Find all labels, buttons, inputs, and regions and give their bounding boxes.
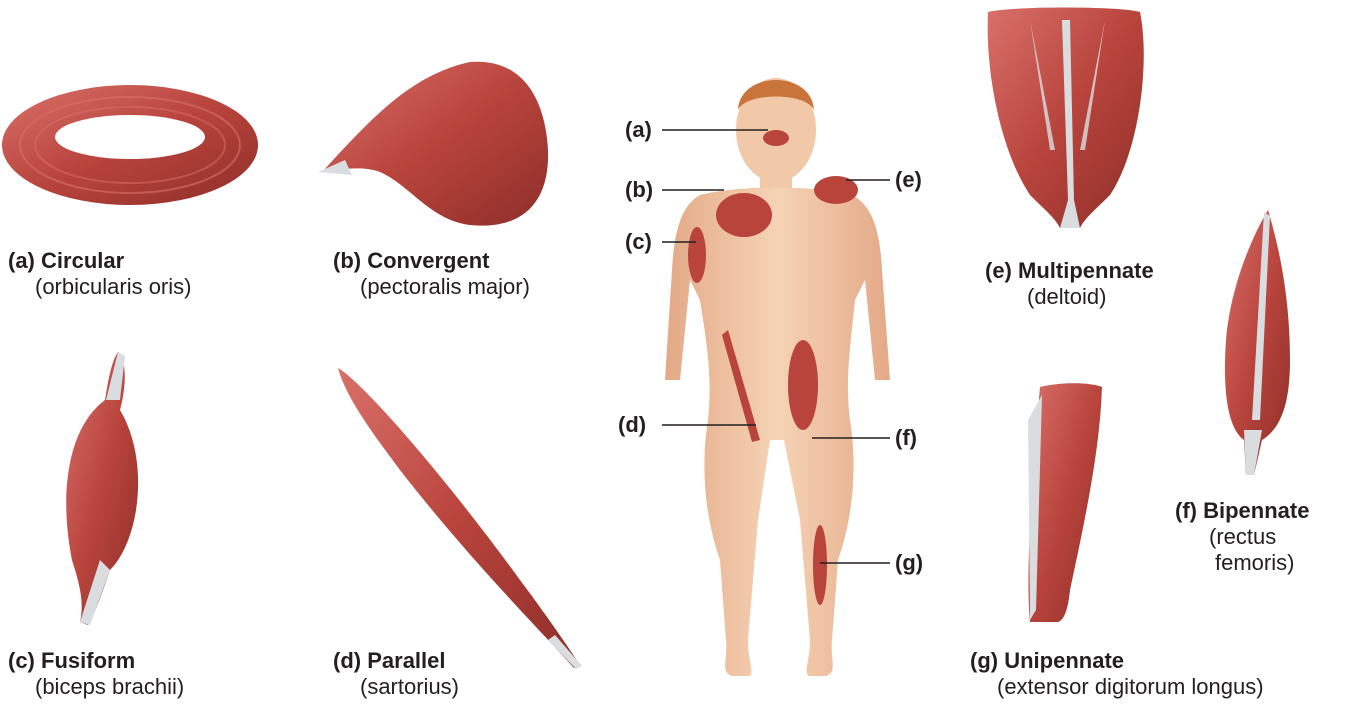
figure-example: (biceps brachii) — [8, 674, 184, 700]
unipennate-muscle-illustration — [1028, 383, 1102, 622]
figure-letter: (f) — [1175, 498, 1197, 523]
figure-label-bipennate: (f) Bipennate (rectus femoris) — [1175, 498, 1309, 576]
figure-letter: (a) — [8, 248, 35, 273]
figure-example-line1: (rectus — [1175, 524, 1309, 550]
figure-example: (pectoralis major) — [333, 274, 530, 300]
figure-name: Multipennate — [1018, 258, 1154, 283]
bipennate-muscle-illustration — [1225, 210, 1290, 475]
figure-example: (deltoid) — [985, 284, 1154, 310]
convergent-muscle-illustration — [318, 62, 548, 226]
figure-label-convergent: (b) Convergent (pectoralis major) — [333, 248, 530, 300]
figure-example: (extensor digitorum longus) — [970, 674, 1264, 700]
callout-d: (d) — [618, 412, 646, 438]
figure-label-fusiform: (c) Fusiform (biceps brachii) — [8, 648, 184, 700]
figure-label-circular: (a) Circular (orbicularis oris) — [8, 248, 191, 300]
figure-name: Parallel — [367, 648, 445, 673]
multipennate-muscle-illustration — [988, 8, 1144, 229]
figure-letter: (d) — [333, 648, 361, 673]
callout-c: (c) — [625, 229, 652, 255]
figure-name: Bipennate — [1203, 498, 1309, 523]
callout-a: (a) — [625, 117, 652, 143]
figure-example: (orbicularis oris) — [8, 274, 191, 300]
figure-label-multipennate: (e) Multipennate (deltoid) — [985, 258, 1154, 310]
figure-name: Convergent — [367, 248, 489, 273]
figure-name: Circular — [41, 248, 124, 273]
fusiform-muscle-illustration — [66, 352, 138, 625]
callout-b: (b) — [625, 177, 653, 203]
callout-f: (f) — [895, 425, 917, 451]
figure-letter: (e) — [985, 258, 1012, 283]
callout-g: (g) — [895, 550, 923, 576]
figure-letter: (b) — [333, 248, 361, 273]
figure-letter: (g) — [970, 648, 998, 673]
figure-example-line2: femoris) — [1175, 550, 1309, 576]
figure-label-unipennate: (g) Unipennate (extensor digitorum longu… — [970, 648, 1264, 700]
figure-name: Unipennate — [1004, 648, 1124, 673]
figure-letter: (c) — [8, 648, 35, 673]
figure-name: Fusiform — [41, 648, 135, 673]
parallel-muscle-illustration — [338, 368, 582, 669]
figure-label-parallel: (d) Parallel (sartorius) — [333, 648, 459, 700]
circular-muscle-illustration — [2, 85, 258, 205]
figure-example: (sartorius) — [333, 674, 459, 700]
callout-e: (e) — [895, 167, 922, 193]
human-body-figure — [665, 78, 890, 676]
